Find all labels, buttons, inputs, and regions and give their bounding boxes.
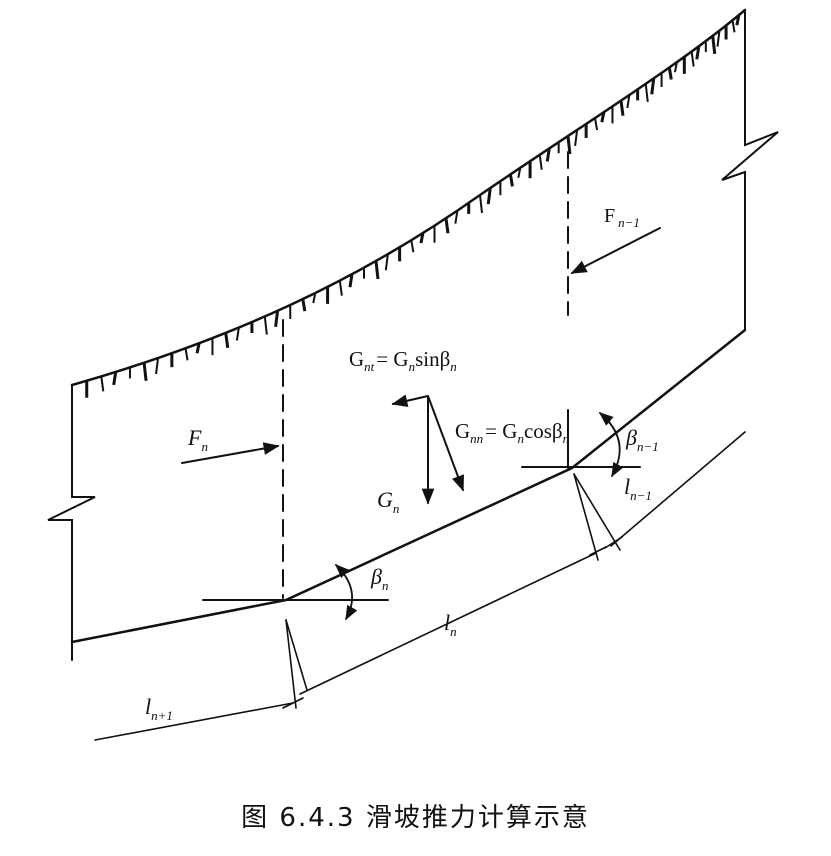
ground-hatch-mark (650, 78, 656, 95)
ground-surface-line (70, 8, 747, 387)
label-beta-prev: βn−1 (625, 425, 659, 454)
ground-hatch-mark (545, 148, 551, 162)
ground-hatch-mark (301, 298, 307, 312)
ground-hatch-mark (338, 280, 343, 296)
label-G-nt-formula: Gnt= Gnsinβn (349, 347, 457, 374)
ground-hatch-mark (538, 154, 543, 170)
ground-hatch-mark (100, 376, 105, 392)
ground-hatch-mark (566, 135, 572, 155)
ground-hatch-mark (479, 194, 483, 214)
label-beta-n: βn (370, 564, 388, 593)
dimension-l-n (299, 473, 607, 695)
ground-hatch-mark (486, 187, 492, 205)
label-F-n: Fn (187, 425, 208, 454)
ground-hatch-mark (731, 20, 736, 33)
force-G-nt-arrow (391, 394, 429, 408)
figure-caption: 图 6.4.3 滑坡推力计算示意 (241, 803, 590, 833)
ground-hatch-mark (711, 35, 717, 55)
ground-hatch-mark (195, 342, 201, 354)
ground-hatch-mark (517, 167, 522, 178)
ground-hatch-mark (667, 67, 673, 80)
ground-hatch-mark (384, 254, 389, 271)
slip-surface-line (70, 328, 747, 644)
ground-hatch-mark (626, 94, 631, 109)
left-boundary-line (47, 384, 96, 661)
ground-hatch-mark (348, 273, 354, 288)
ground-hatch-mark (444, 218, 450, 234)
ground-hatch-mark (112, 371, 118, 386)
label-l-next: ln+1 (145, 694, 173, 723)
ground-hatch-mark (142, 362, 148, 381)
ground-hatch-mark (235, 327, 240, 341)
ground-hatch-mark (274, 310, 280, 327)
ground-hatch-mark (673, 61, 678, 73)
force-F-n-arrow (181, 442, 280, 464)
dimension-l-prev (573, 431, 746, 551)
ground-hatch-mark (454, 210, 459, 224)
ground-hatch-mark (508, 174, 514, 187)
ground-hatch-mark (419, 232, 425, 244)
force-G-nn-arrow (427, 395, 464, 492)
ground-hatch-mark (410, 240, 415, 253)
ground-hatch-mark (374, 260, 380, 280)
label-l-n: ln (444, 610, 457, 639)
ground-hatch-mark (735, 14, 741, 26)
ground-hatch-mark (644, 83, 649, 102)
right-boundary-line (721, 9, 779, 331)
dimension-l-next (94, 619, 308, 741)
ground-hatch-mark (574, 129, 579, 147)
ground-hatch-mark (716, 30, 721, 47)
ground-hatch-mark (263, 316, 268, 335)
label-G-nn-formula: Gnn= Gncosβn (455, 419, 569, 446)
ground-hatch-mark (600, 111, 606, 123)
ground-hatch-mark (619, 100, 625, 116)
ground-hatch-mark (312, 292, 317, 304)
ground-hatch-mark (594, 117, 599, 131)
ground-hatch-mark (184, 348, 189, 361)
beta-n-arc (334, 564, 358, 621)
beta-prev-arc (598, 412, 624, 478)
ground-hatch-mark (224, 332, 230, 349)
force-F-prev-arrow (570, 227, 661, 274)
label-l-prev: ln−1 (624, 474, 652, 503)
ground-hatch-mark (690, 51, 695, 67)
ground-hatch-mark (695, 46, 701, 60)
ground-hatch-mark (155, 357, 160, 375)
ground-hatching (85, 14, 741, 398)
label-G-n: Gn (377, 487, 399, 516)
